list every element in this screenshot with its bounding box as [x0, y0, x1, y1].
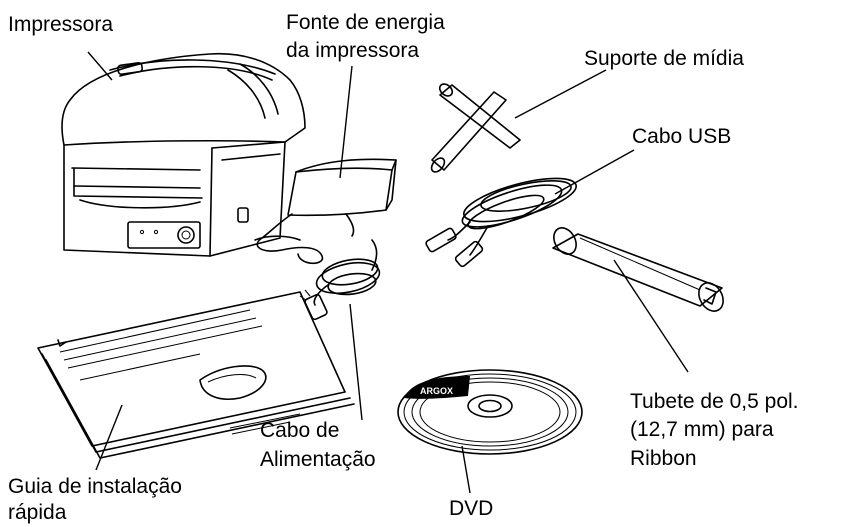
label-ribbon-core-line1: Tubete de 0,5 pol.	[630, 390, 799, 413]
leader-lines	[87, 51, 689, 494]
label-power-supply-line1: Fonte de energia	[286, 11, 445, 34]
leader-power-cable	[349, 303, 363, 421]
label-power-supply-line2: da impressora	[286, 39, 420, 62]
leader-dvd	[461, 445, 471, 494]
label-quick-guide-line2: rápida	[8, 501, 67, 524]
label-quick-guide-line1: Guia de instalação	[8, 475, 182, 498]
label-power-cable-line2: Alimentação	[260, 448, 376, 471]
leader-quick-guide	[95, 404, 123, 471]
power-cable-illustration	[299, 239, 381, 321]
label-media-support: Suporte de mídia	[584, 47, 744, 70]
label-power-cable-line1: Cabo de	[260, 419, 340, 442]
usb-cable-illustration	[425, 177, 577, 268]
leader-power-supply	[339, 65, 353, 179]
label-ribbon-core-line3: Ribbon	[630, 447, 697, 470]
label-usb-cable: Cabo USB	[632, 125, 732, 148]
leader-usb-cable	[554, 149, 635, 195]
power-supply-illustration	[254, 158, 397, 265]
dvd-brand-logo: ARGOX	[420, 386, 453, 396]
leader-media-support	[514, 69, 607, 119]
leader-printer	[87, 51, 113, 81]
media-support-illustration	[430, 83, 521, 173]
label-ribbon-core-line2: (12,7 mm) para	[630, 418, 774, 441]
leader-ribbon-core	[613, 259, 689, 373]
printer-illustration	[61, 52, 306, 257]
dvd-illustration: ARGOX	[397, 369, 583, 455]
quick-guide-illustration	[37, 291, 355, 459]
label-printer: Impressora	[8, 13, 114, 36]
ribbon-core-illustration	[552, 227, 724, 312]
label-dvd: DVD	[449, 497, 494, 520]
